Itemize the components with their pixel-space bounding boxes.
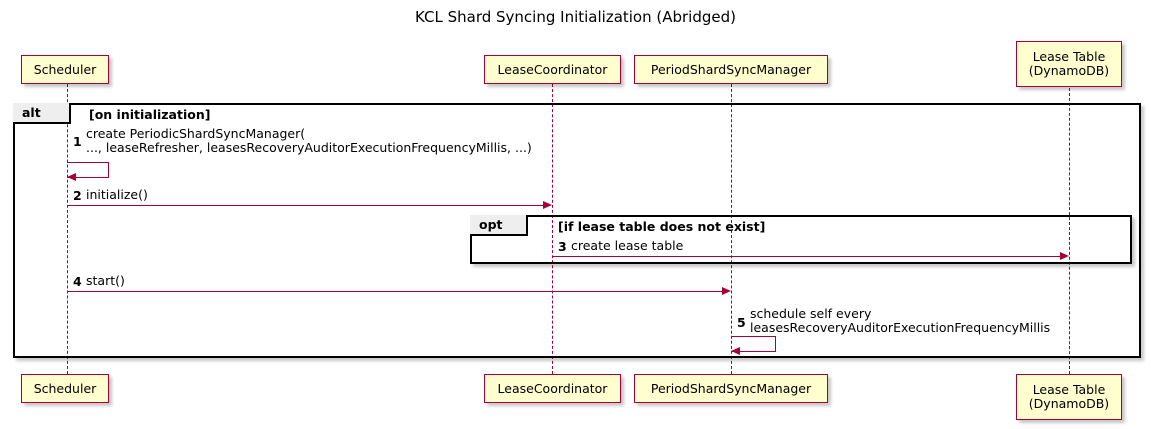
message-4-line bbox=[67, 291, 722, 292]
frame-opt-keyword: opt bbox=[479, 217, 503, 232]
message-1-self-loop bbox=[67, 162, 109, 178]
message-3-line bbox=[552, 256, 1060, 257]
message-2-arrowhead bbox=[543, 200, 552, 209]
diagram-title: KCL Shard Syncing Initialization (Abridg… bbox=[415, 8, 736, 26]
message-2-line bbox=[67, 205, 543, 206]
lifeline-lease-coordinator bbox=[552, 84, 553, 374]
message-4-arrowhead bbox=[722, 286, 731, 295]
lifeline-lease-table bbox=[1069, 88, 1070, 374]
message-5-label: schedule self every leasesRecoveryAudito… bbox=[750, 306, 1051, 335]
frame-alt-on-initialization bbox=[13, 103, 1141, 358]
participant-scheduler-top[interactable]: Scheduler bbox=[21, 55, 109, 84]
message-3-label: create lease table bbox=[571, 238, 684, 253]
lifeline-scheduler bbox=[67, 84, 68, 374]
message-2-number: 2 bbox=[73, 188, 82, 203]
message-5-arrowhead bbox=[731, 347, 740, 355]
frame-opt-condition: [if lease table does not exist] bbox=[558, 219, 766, 234]
participant-scheduler-bottom[interactable]: Scheduler bbox=[21, 374, 109, 403]
frame-alt-keyword: alt bbox=[22, 105, 41, 120]
participant-lease-table-bottom[interactable]: Lease Table (DynamoDB) bbox=[1016, 374, 1122, 420]
message-5-self-loop bbox=[731, 336, 776, 352]
frame-opt-lease-table-missing bbox=[470, 215, 1132, 264]
message-3-arrowhead bbox=[1060, 251, 1069, 260]
participant-lease-coordinator-bottom[interactable]: LeaseCoordinator bbox=[484, 374, 621, 403]
message-4-number: 4 bbox=[73, 274, 82, 289]
lifeline-period-shard-sync-manager bbox=[731, 84, 732, 374]
message-2-label: initialize() bbox=[86, 187, 148, 202]
participant-period-shard-sync-manager-top[interactable]: PeriodShardSyncManager bbox=[634, 55, 828, 84]
message-4-label: start() bbox=[86, 273, 125, 288]
frame-alt-keyword-tab: alt bbox=[13, 103, 71, 124]
message-1-number: 1 bbox=[73, 134, 82, 149]
participant-lease-coordinator-top[interactable]: LeaseCoordinator bbox=[484, 55, 621, 84]
message-1-label: create PeriodicShardSyncManager( ..., le… bbox=[86, 126, 532, 155]
message-5-number: 5 bbox=[737, 315, 746, 330]
participant-period-shard-sync-manager-bottom[interactable]: PeriodShardSyncManager bbox=[634, 374, 828, 403]
message-1-arrowhead bbox=[67, 173, 76, 181]
frame-alt-condition: [on initialization] bbox=[89, 107, 211, 122]
frame-opt-keyword-tab: opt bbox=[470, 215, 528, 236]
message-3-number: 3 bbox=[558, 239, 567, 254]
participant-lease-table-top[interactable]: Lease Table (DynamoDB) bbox=[1016, 41, 1122, 87]
